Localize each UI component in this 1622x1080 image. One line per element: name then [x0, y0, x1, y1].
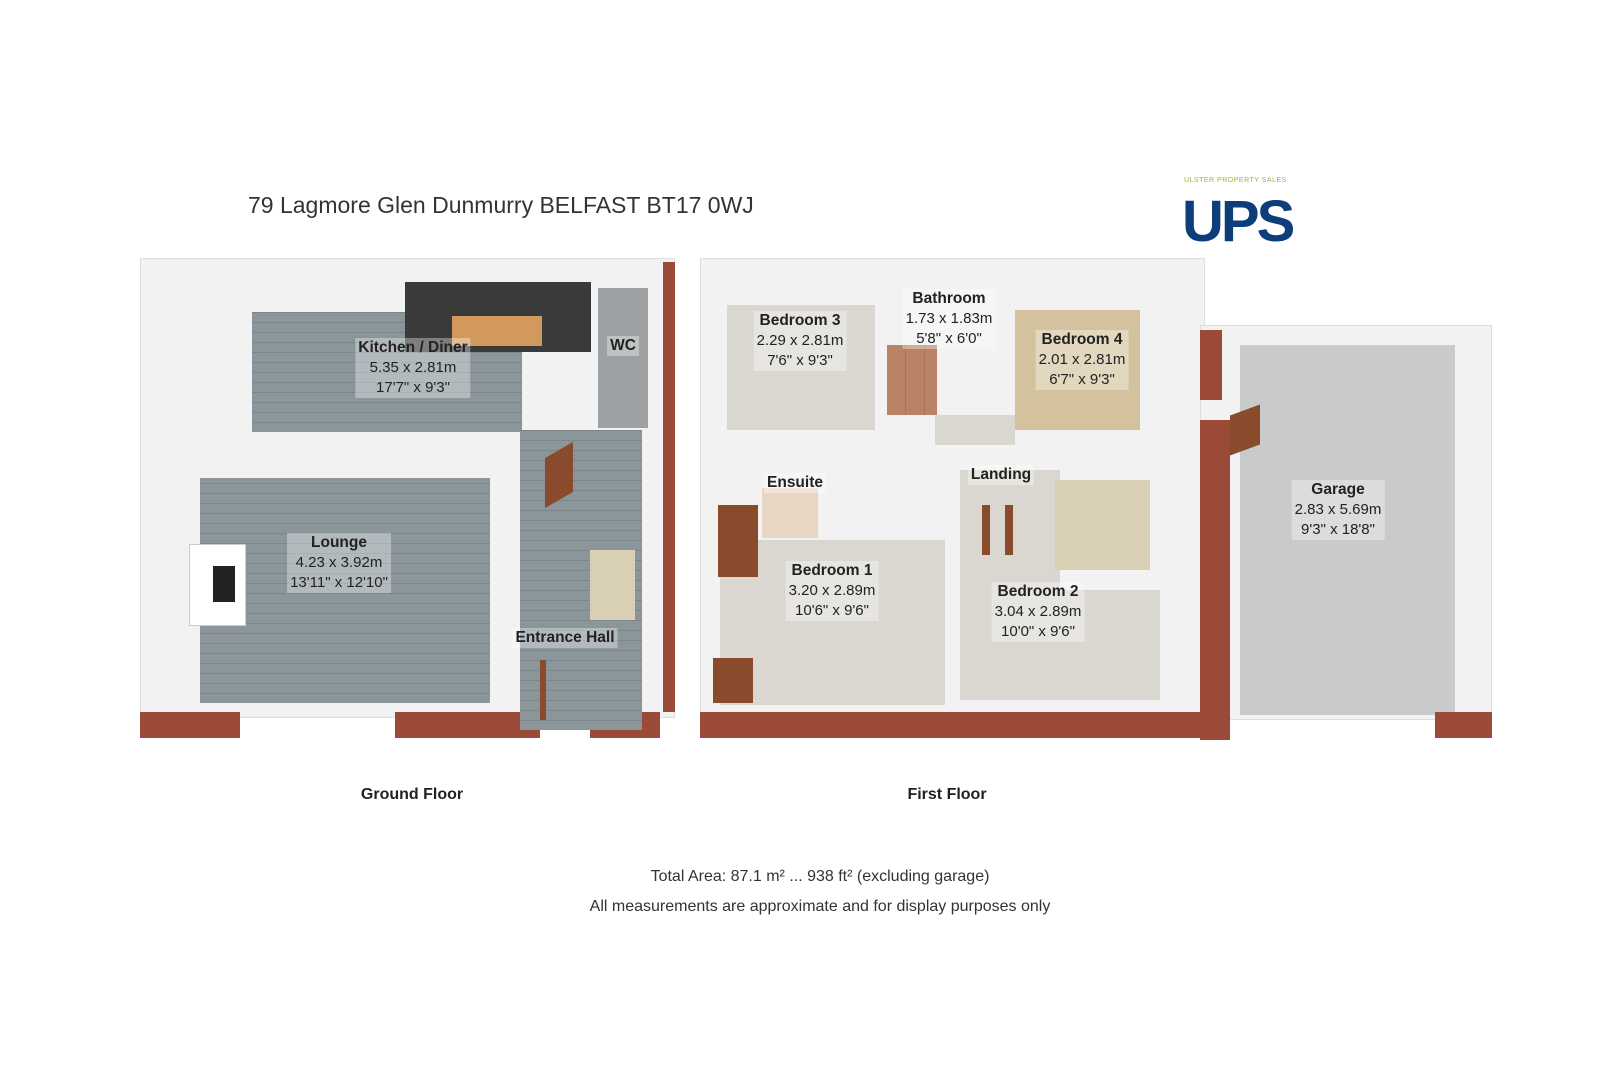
floor-label-ground: Ground Floor	[360, 786, 464, 803]
room-label-wc: WC	[607, 336, 639, 356]
logo-text: UPS	[1182, 189, 1295, 254]
room-label-entrance-hall: Entrance Hall	[512, 628, 618, 648]
disclaimer-text: All measurements are approximate and for…	[589, 898, 1051, 915]
room-label-ensuite: Ensuite	[764, 473, 826, 493]
ups-logo: ULSTER PROPERTY SALES UPS	[1182, 176, 1295, 254]
total-area-text: Total Area: 87.1 m² ... 938 ft² (excludi…	[650, 868, 990, 885]
property-address-title: 79 Lagmore Glen Dunmurry BELFAST BT17 0W…	[248, 192, 754, 218]
logo-tagline: ULSTER PROPERTY SALES	[1184, 177, 1287, 184]
floor-label-first: First Floor	[907, 786, 987, 803]
room-label-landing: Landing	[967, 465, 1035, 485]
